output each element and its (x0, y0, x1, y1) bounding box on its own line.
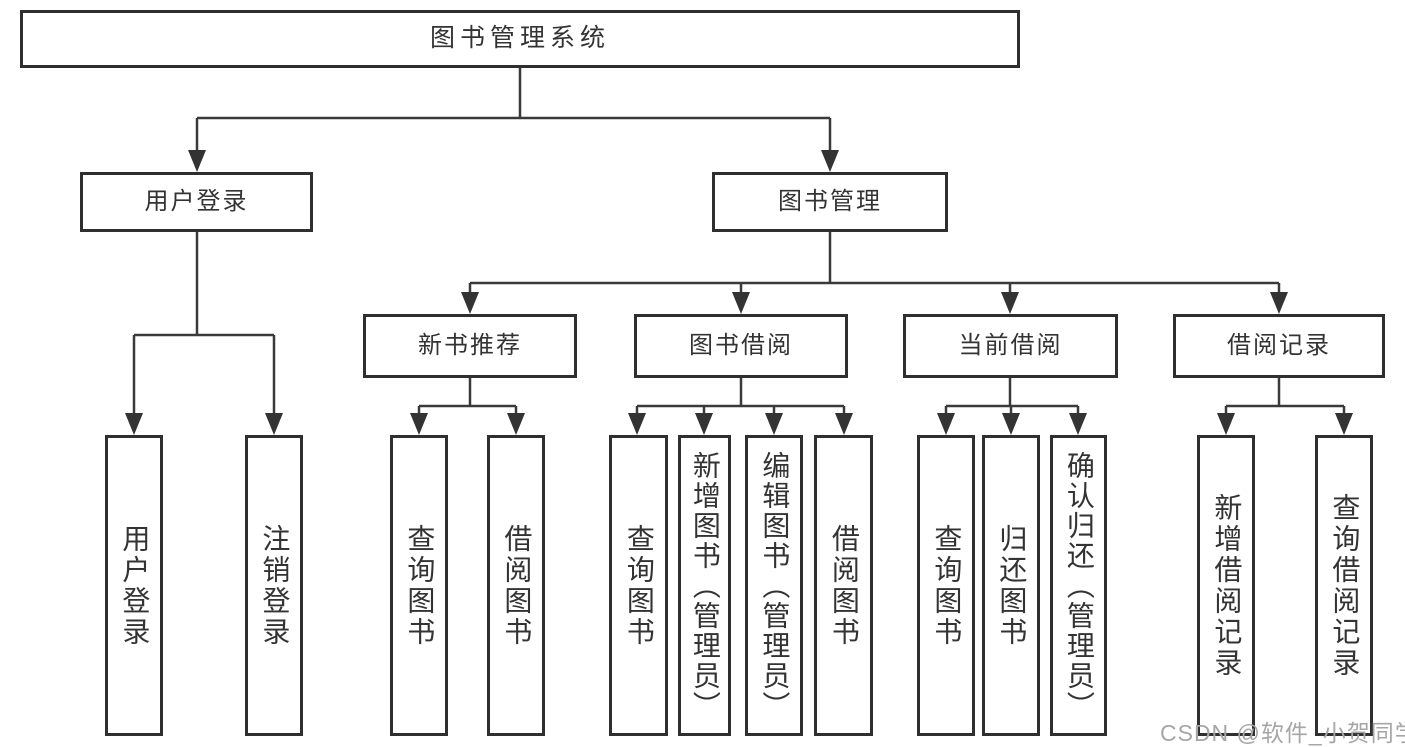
node-user-login: 用户登录 (80, 172, 313, 232)
arrow-down-icon (1217, 413, 1235, 435)
arrow-down-icon (732, 292, 750, 314)
node-new-book-recommendation: 新书推荐 (363, 314, 577, 378)
arrow-down-icon (628, 413, 646, 435)
leaf-cb-confirm-return-admin: 确认归还（管理员） (1050, 435, 1107, 736)
csdn-watermark: CSDN @软件_小贺同学 (1160, 720, 1405, 746)
arrow-down-icon (461, 292, 479, 314)
leaf-bb-borrow-books: 借阅图书 (814, 435, 873, 736)
arrow-down-icon (1335, 413, 1353, 435)
leaf-bb-edit-books-admin: 编辑图书（管理员） (745, 435, 803, 736)
leaf-br-add-record: 新增借阅记录 (1197, 435, 1255, 736)
node-library-management-system: 图书管理系统 (20, 10, 1020, 68)
arrow-down-icon (1001, 292, 1019, 314)
arrow-down-icon (188, 150, 206, 172)
leaf-user-login: 用户登录 (105, 435, 163, 736)
arrow-down-icon (835, 413, 853, 435)
leaf-nbr-query-books: 查询图书 (390, 435, 448, 736)
arrow-down-icon (1270, 292, 1288, 314)
leaf-bb-query-books: 查询图书 (609, 435, 668, 736)
node-borrowing-records: 借阅记录 (1173, 314, 1385, 378)
arrow-down-icon (410, 413, 428, 435)
leaf-br-query-record: 查询借阅记录 (1315, 435, 1373, 736)
node-current-borrowing: 当前借阅 (903, 314, 1118, 378)
leaf-logout-login: 注销登录 (245, 435, 303, 736)
arrow-down-icon (125, 413, 143, 435)
arrow-down-icon (265, 413, 283, 435)
node-book-management: 图书管理 (712, 172, 948, 232)
leaf-cb-return-books: 归还图书 (982, 435, 1040, 736)
node-book-borrowing: 图书借阅 (634, 314, 848, 378)
arrow-down-icon (937, 413, 955, 435)
arrow-down-icon (695, 413, 713, 435)
leaf-nbr-borrow-books: 借阅图书 (487, 435, 545, 736)
arrow-down-icon (507, 413, 525, 435)
arrow-down-icon (1069, 413, 1087, 435)
arrow-down-icon (821, 150, 839, 172)
arrow-down-icon (765, 413, 783, 435)
leaf-cb-query-books: 查询图书 (917, 435, 975, 736)
arrow-down-icon (1002, 413, 1020, 435)
leaf-bb-add-books-admin: 新增图书（管理员） (678, 435, 731, 736)
